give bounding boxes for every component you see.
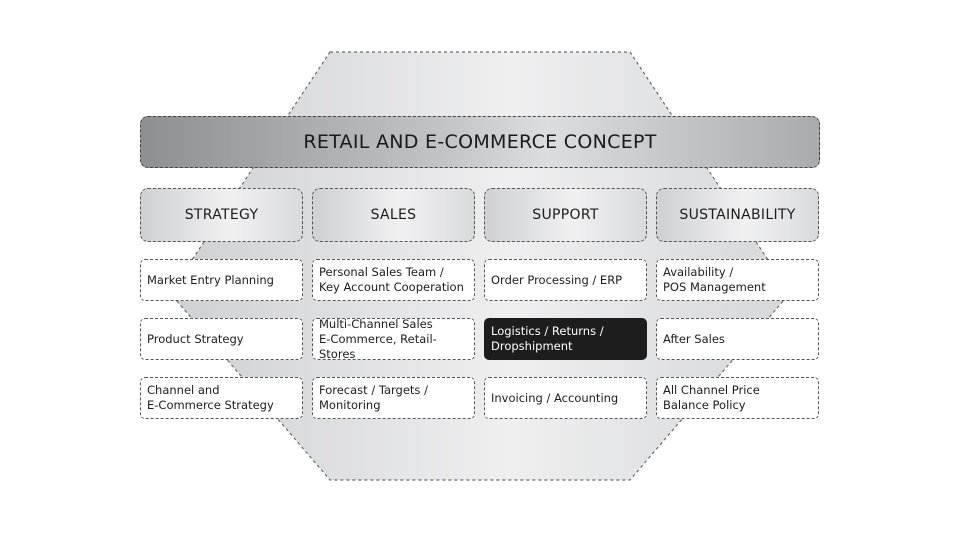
- concept-title: RETAIL AND E-COMMERCE CONCEPT: [303, 131, 657, 153]
- column-heading-label: SUSTAINABILITY: [679, 207, 796, 223]
- item-logistics-returns: Logistics / Returns / Dropshipment: [484, 318, 647, 360]
- column-heading-label: SUPPORT: [532, 207, 599, 223]
- column-heading-sales: SALES: [312, 188, 475, 242]
- item-forecast-targets: Forecast / Targets / Monitoring: [312, 377, 475, 419]
- item-product-strategy: Product Strategy: [140, 318, 303, 360]
- item-after-sales: After Sales: [656, 318, 819, 360]
- column-heading-label: SALES: [370, 207, 417, 223]
- column-heading-strategy: STRATEGY: [140, 188, 303, 242]
- item-market-entry-planning: Market Entry Planning: [140, 259, 303, 301]
- item-channel-ecommerce-strategy: Channel and E-Commerce Strategy: [140, 377, 303, 419]
- item-personal-sales-team: Personal Sales Team / Key Account Cooper…: [312, 259, 475, 301]
- column-heading-sustainability: SUSTAINABILITY: [656, 188, 819, 242]
- item-multi-channel-sales: Multi-Channel Sales E-Commerce, Retail-S…: [312, 317, 475, 361]
- item-availability: Availability / POS Management: [656, 259, 819, 301]
- concept-banner: RETAIL AND E-COMMERCE CONCEPT: [140, 116, 820, 168]
- item-order-processing: Order Processing / ERP: [484, 259, 647, 301]
- item-invoicing-accounting: Invoicing / Accounting: [484, 377, 647, 419]
- column-heading-label: STRATEGY: [184, 207, 259, 223]
- column-heading-support: SUPPORT: [484, 188, 647, 242]
- item-price-balance-policy: All Channel Price Balance Policy: [656, 377, 819, 419]
